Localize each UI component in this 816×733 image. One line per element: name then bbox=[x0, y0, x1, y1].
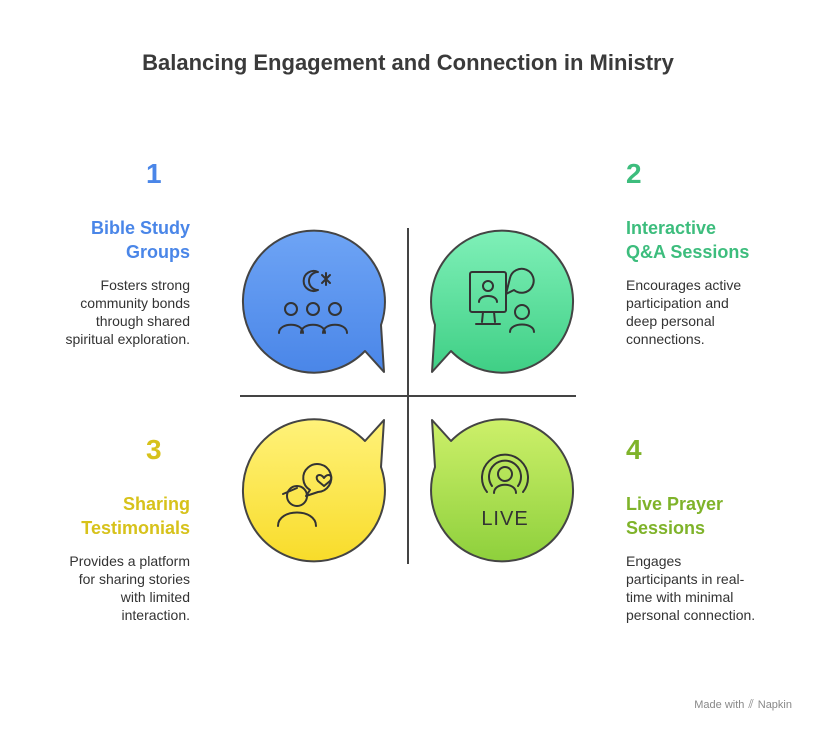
desc-line: deep personal bbox=[626, 313, 715, 329]
bubble-1 bbox=[241, 229, 386, 374]
bubble-4: LIVE bbox=[430, 418, 575, 563]
desc-line: through shared bbox=[95, 313, 190, 329]
quadrant-4-heading-line1: Live Prayer bbox=[626, 494, 724, 514]
desc-line: with limited bbox=[120, 589, 190, 605]
desc-line: community bonds bbox=[80, 295, 190, 311]
desc-line: interaction. bbox=[121, 607, 190, 623]
bubble-2 bbox=[430, 229, 575, 374]
desc-line: Encourages active bbox=[626, 277, 742, 293]
quadrant-1-description: Fosters strong community bonds through s… bbox=[65, 276, 190, 348]
quadrant-1-heading-line2: Groups bbox=[125, 242, 190, 262]
napkin-logo-icon: ⫽ bbox=[748, 697, 754, 711]
live-label: LIVE bbox=[481, 508, 528, 530]
desc-line: connections. bbox=[626, 331, 705, 347]
person-heart-speech-icon bbox=[277, 463, 333, 527]
quadrant-2-number: 2 bbox=[626, 158, 642, 189]
quadrant-4-description: Engages participants in real- time with … bbox=[626, 552, 755, 624]
quadrant-1-number: 1 bbox=[146, 158, 162, 189]
desc-line: personal connection. bbox=[626, 607, 756, 623]
community-faith-icon bbox=[278, 270, 348, 334]
desc-line: participation and bbox=[626, 295, 729, 311]
desc-line: for sharing stories bbox=[78, 571, 190, 587]
quadrant-2-description: Encourages active participation and deep… bbox=[626, 276, 741, 348]
quadrant-3-number: 3 bbox=[146, 434, 162, 465]
quadrant-4-heading-line2: Sessions bbox=[626, 518, 706, 538]
desc-line: Fosters strong bbox=[100, 277, 190, 293]
quadrant-3-heading: Sharing Testimonials bbox=[81, 492, 190, 540]
quadrant-1-heading-line1: Bible Study bbox=[90, 218, 190, 238]
quadrant-2-heading-line2: Q&A Sessions bbox=[626, 242, 750, 262]
made-with-label: Made with bbox=[694, 698, 745, 711]
quadrant-3-heading-line2: Testimonials bbox=[81, 518, 190, 538]
bubble-3 bbox=[241, 418, 386, 563]
footer-attribution: Made with ⫽ Napkin bbox=[694, 697, 792, 712]
quadrant-3-description: Provides a platform for sharing stories … bbox=[69, 552, 190, 624]
quadrant-4-heading: Live Prayer Sessions bbox=[626, 492, 723, 540]
quadrant-2-heading: Interactive Q&A Sessions bbox=[626, 216, 749, 264]
brand-label: Napkin bbox=[757, 698, 792, 711]
quadrant-4-number: 4 bbox=[626, 434, 642, 465]
desc-line: time with minimal bbox=[626, 589, 734, 605]
quadrant-3-heading-line1: Sharing bbox=[122, 494, 190, 514]
quadrant-2-heading-line1: Interactive bbox=[626, 218, 717, 238]
page-title: Balancing Engagement and Connection in M… bbox=[142, 50, 674, 75]
video-chat-icon bbox=[469, 267, 535, 333]
desc-line: Engages bbox=[626, 553, 682, 569]
desc-line: participants in real- bbox=[626, 571, 745, 587]
live-broadcast-icon bbox=[481, 453, 529, 494]
quadrant-1-heading: Bible Study Groups bbox=[91, 216, 190, 264]
desc-line: spiritual exploration. bbox=[65, 331, 190, 347]
desc-line: Provides a platform bbox=[69, 553, 190, 569]
